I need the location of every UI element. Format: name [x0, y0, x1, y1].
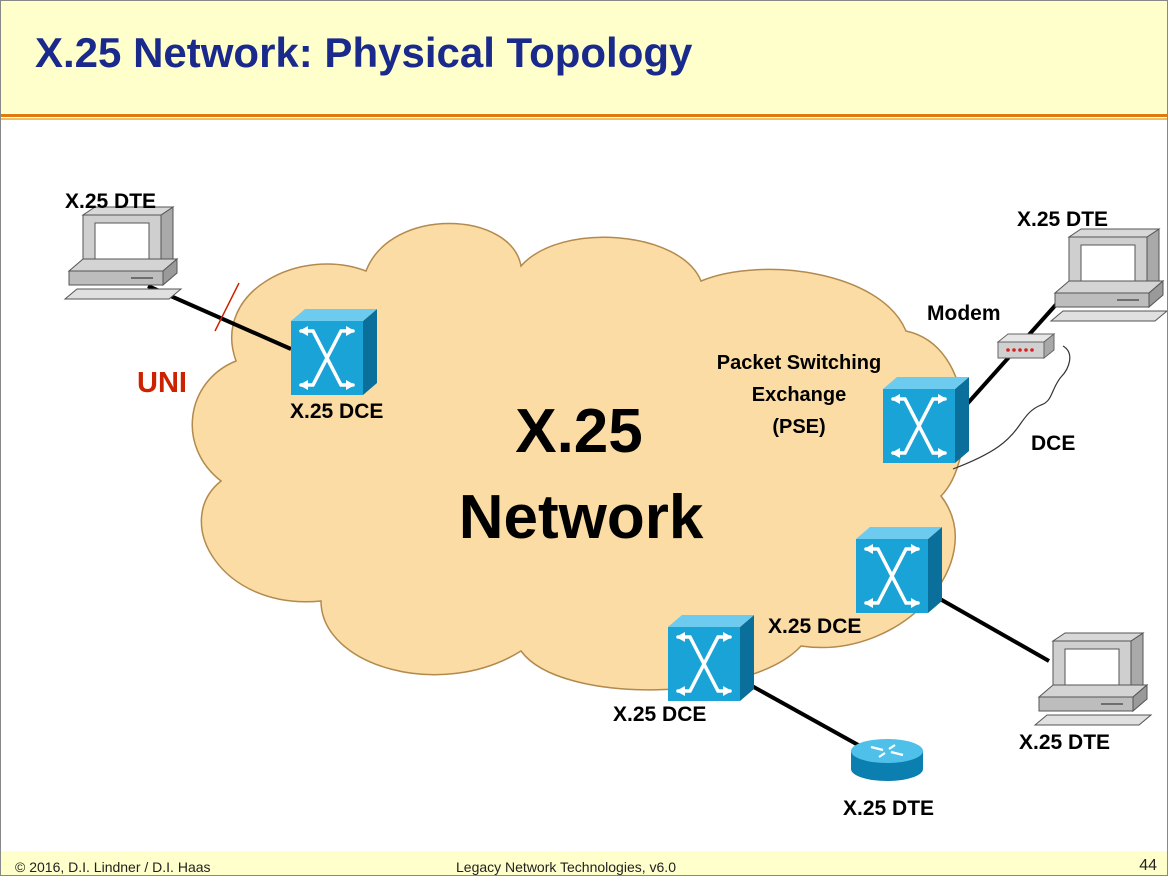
- page-title: X.25 Network: Physical Topology: [35, 29, 693, 76]
- dce-right-label: X.25 DCE: [768, 615, 861, 638]
- modem-label: Modem: [927, 302, 1001, 325]
- uni-marker: [214, 282, 240, 332]
- dce-left-label: X.25 DCE: [290, 400, 383, 423]
- dte-top-right-label: X.25 DTE: [1017, 208, 1108, 231]
- modem-icon: [996, 332, 1056, 360]
- dce-brace: [952, 345, 1071, 470]
- network-cloud: [191, 222, 965, 691]
- computer-icon: [1050, 228, 1167, 322]
- course-title: Legacy Network Technologies, v6.0: [456, 859, 676, 875]
- switch-icon: [666, 613, 756, 703]
- router-icon: [851, 739, 923, 781]
- dce-brace-label: DCE: [1031, 432, 1075, 455]
- connection-lines: [147, 284, 1063, 753]
- dce-bottom-label: X.25 DCE: [613, 703, 706, 726]
- switch-icon: [289, 307, 379, 397]
- uni-label: UNI: [137, 367, 187, 399]
- pse-label-line1: Packet Switching: [717, 352, 882, 374]
- copyright-text: © 2016, D.I. Lindner / D.I. Haas: [15, 859, 211, 875]
- dte-top-left-label: X.25 DTE: [65, 190, 156, 213]
- header-divider-secondary: [1, 118, 1167, 120]
- computer-icon: [64, 206, 182, 300]
- footer-band: © 2016, D.I. Lindner / D.I. Haas Legacy …: [1, 851, 1167, 875]
- cloud-label-line1: X.25: [515, 397, 643, 466]
- pse-label-line3: (PSE): [772, 416, 825, 438]
- header-band: X.25 Network: Physical Topology: [1, 1, 1167, 113]
- dte-bottom-right-label: X.25 DTE: [1019, 731, 1110, 754]
- page-number: 44: [1139, 857, 1157, 874]
- switch-icon: [854, 525, 944, 615]
- topology-diagram: X.25 DTE X.25 DTE Modem Packet Switching…: [64, 190, 1167, 820]
- pse-label-line2: Exchange: [752, 384, 846, 406]
- header-divider: [1, 114, 1167, 117]
- computer-icon: [1034, 632, 1152, 726]
- cloud-label-line2: Network: [459, 483, 704, 552]
- switch-icon: [881, 375, 971, 465]
- dte-router-label: X.25 DTE: [843, 797, 934, 820]
